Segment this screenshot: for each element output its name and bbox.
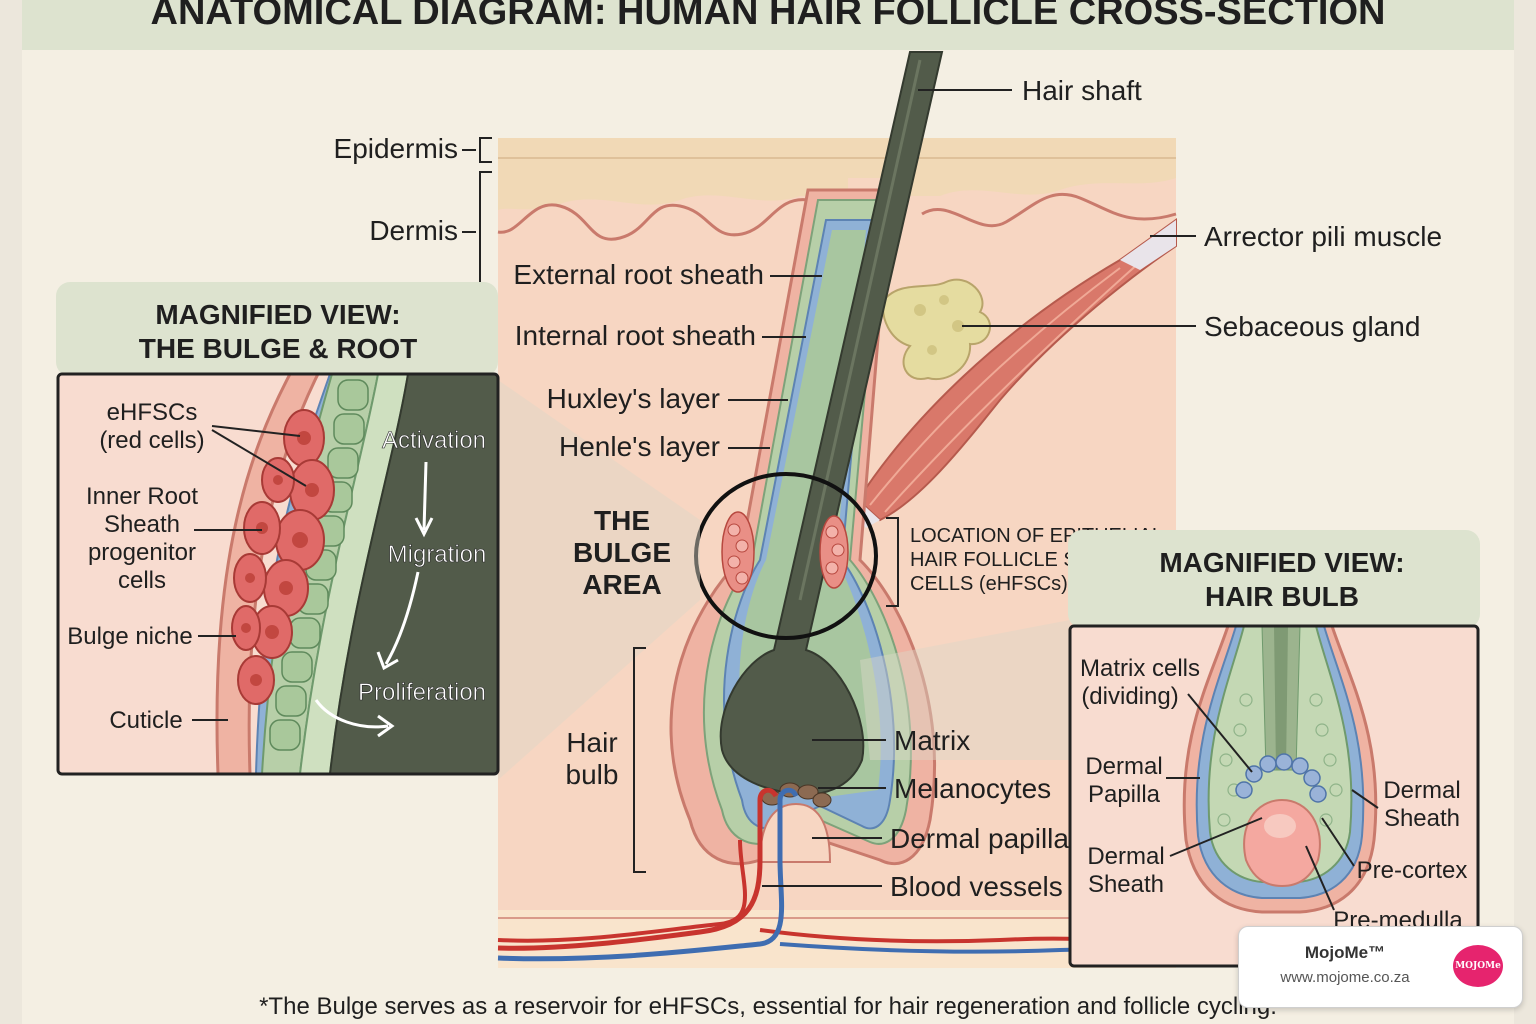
brand-logo: MOJOMe xyxy=(1453,945,1503,987)
panel-bulb-title-line1: MAGNIFIED VIEW: xyxy=(1159,547,1404,578)
proliferation-arrow xyxy=(314,699,389,729)
label-cuticle: Cuticle xyxy=(109,707,182,734)
label-blood-vessels: Blood vessels xyxy=(890,871,1063,902)
footnote: *The Bulge serves as a reservoir for eHF… xyxy=(259,993,1277,1020)
label-huxleys-layer: Huxley's layer xyxy=(547,383,720,414)
epidermis-layer xyxy=(498,138,1176,210)
label-bulge-area-line2: BULGE xyxy=(573,537,671,568)
bulge-highlight-circle xyxy=(694,472,878,640)
label-pre-cortex: Pre-cortex xyxy=(1357,857,1468,884)
label-irs-progenitor-line2: Sheath xyxy=(104,511,180,538)
label-stem-cell-location-line3: CELLS (eHFSCs) xyxy=(910,573,1068,595)
label-sebaceous-gland: Sebaceous gland xyxy=(1204,311,1420,342)
bulb-dermal-papilla xyxy=(1243,798,1321,888)
label-proliferation: Proliferation xyxy=(358,679,486,706)
label-external-root-sheath: External root sheath xyxy=(513,259,764,290)
magnified-panel-hair-bulb: MAGNIFIED VIEW: HAIR BULB xyxy=(1068,530,1480,968)
label-activation: Activation xyxy=(382,427,486,454)
magnified-panel-bulge: MAGNIFIED VIEW: THE BULGE & ROOT xyxy=(56,282,500,776)
activation-arrow xyxy=(422,461,428,531)
label-bulge-area-line3: AREA xyxy=(582,569,661,600)
magnifier-wedge-right xyxy=(860,620,1070,760)
panel-bulge-title-line1: MAGNIFIED VIEW: xyxy=(155,299,400,330)
label-hair-bulb-line2: bulb xyxy=(566,759,619,790)
label-matrix-cells-line2: (dividing) xyxy=(1081,683,1178,710)
label-bulb-dermal-sheath-right-line2: Sheath xyxy=(1384,805,1460,832)
label-matrix-cells-line1: Matrix cells xyxy=(1080,655,1200,682)
brand-name: MojoMe™ xyxy=(1304,943,1386,962)
label-hair-shaft: Hair shaft xyxy=(1022,75,1142,106)
bulge-stem-cells xyxy=(721,511,849,593)
label-epidermis: Epidermis xyxy=(334,133,458,164)
arrector-pili-muscle xyxy=(850,218,1177,528)
main-labels: Hair shaft Epidermis Dermis Arrector pil… xyxy=(334,75,1443,902)
irs-progenitor-cells xyxy=(269,379,369,751)
label-irs-progenitor-line3: progenitor xyxy=(88,539,196,566)
label-bulb-dermal-sheath-right-line1: Dermal xyxy=(1383,777,1460,804)
label-irs-progenitor-line4: cells xyxy=(118,567,166,594)
hair-follicle xyxy=(669,51,944,866)
label-matrix: Matrix xyxy=(894,725,970,756)
brand-card: MojoMe™ www.mojome.co.za MOJOMe xyxy=(1238,926,1523,1008)
label-bulge-niche: Bulge niche xyxy=(67,623,192,650)
panel-bulge-header xyxy=(56,282,498,376)
label-melanocytes: Melanocytes xyxy=(894,773,1051,804)
label-migration: Migration xyxy=(388,541,487,568)
label-stem-cell-location-line2: HAIR FOLLICLE STEM xyxy=(910,549,1119,571)
label-henles-layer: Henle's layer xyxy=(559,431,720,462)
magnifier-wedge-left xyxy=(498,380,700,780)
panel-bulb-header xyxy=(1068,530,1480,628)
label-bulb-dermal-papilla-line1: Dermal xyxy=(1085,753,1162,780)
label-internal-root-sheath: Internal root sheath xyxy=(515,320,756,351)
migration-arrow xyxy=(384,571,420,665)
label-dermis: Dermis xyxy=(369,215,458,246)
label-ehfscs-line2: (red cells) xyxy=(99,427,204,454)
label-arrector-pili: Arrector pili muscle xyxy=(1204,221,1442,252)
label-irs-progenitor-line1: Inner Root xyxy=(86,483,198,510)
label-bulge-area-line1: THE xyxy=(594,505,650,536)
label-dermal-papilla: Dermal papilla xyxy=(890,823,1069,854)
label-ehfscs-line1: eHFSCs xyxy=(107,399,198,426)
label-bulb-dermal-sheath-left-line2: Sheath xyxy=(1088,871,1164,898)
panel-bulge-title-line2: THE BULGE & ROOT xyxy=(139,333,417,364)
label-bulb-dermal-sheath-left-line1: Dermal xyxy=(1087,843,1164,870)
label-bulb-dermal-papilla-line2: Papilla xyxy=(1088,781,1161,808)
brand-url: www.mojome.co.za xyxy=(1280,969,1410,986)
title-banner xyxy=(22,0,1514,50)
label-hair-bulb-line1: Hair xyxy=(566,727,617,758)
sebaceous-gland xyxy=(882,278,991,381)
page-title: ANATOMICAL DIAGRAM: HUMAN HAIR FOLLICLE … xyxy=(151,0,1386,33)
panel-bulb-title-line2: HAIR BULB xyxy=(1205,581,1359,612)
dermal-papillae-boundary xyxy=(497,198,810,241)
